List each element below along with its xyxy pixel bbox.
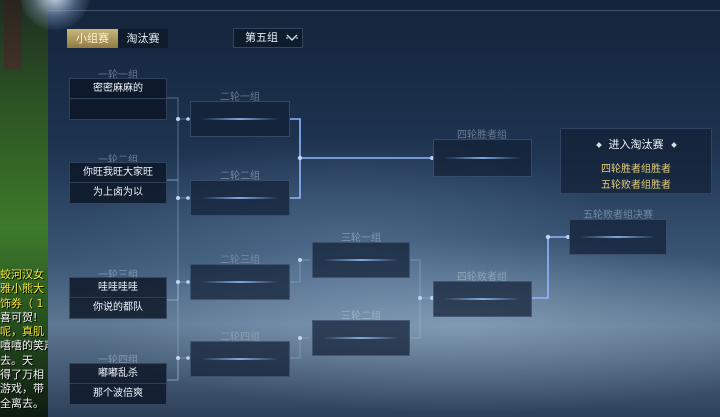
chat-line: 去。天	[0, 353, 33, 367]
round3-group1-slot[interactable]	[312, 242, 410, 278]
chat-line: 全离去。	[0, 396, 44, 410]
round5-losers-final-label: 五轮败者组决赛	[583, 210, 653, 221]
round3-group1-label: 三轮一组	[341, 233, 381, 244]
chat-line: 嘻嘻的笑声	[0, 339, 48, 353]
chat-overlay: 蛟河汉女 雅小熊大 饰券（ 1 喜可贺! 呢，真肌 嘻嘻的笑声 去。天 得了万相…	[0, 268, 48, 411]
chat-line: 雅小熊大	[0, 282, 44, 296]
round1-group1-player2[interactable]	[69, 98, 167, 120]
round1-group3-player1[interactable]: 哇哇哇哇	[69, 277, 167, 299]
round2-group1-label: 二轮一组	[220, 92, 260, 103]
round1-group2-label: 一轮二组	[98, 155, 138, 166]
chevron-down-icon	[286, 34, 298, 41]
tab-knockout[interactable]: 淘汰赛	[118, 29, 168, 48]
advance-to-knockout-panel: 进入淘汰赛 四轮胜者组胜者 五轮败者组胜者	[560, 128, 712, 194]
round4-losers-slot[interactable]	[433, 281, 532, 317]
group-select-dropdown[interactable]: 第五组	[233, 28, 303, 48]
tab-group-stage[interactable]: 小组赛	[67, 29, 118, 48]
round2-group2-label: 二轮二组	[220, 171, 260, 182]
advance-line-losers: 五轮败者组胜者	[601, 180, 671, 191]
panel-top-border	[48, 10, 720, 11]
round2-group3-label: 二轮三组	[220, 255, 260, 266]
advance-title: 进入淘汰赛	[561, 136, 711, 152]
chat-line: 喜可贺!	[0, 310, 38, 324]
round1-group1-player1[interactable]: 密密麻麻的	[69, 78, 167, 100]
chat-line: 呢，真肌	[0, 325, 44, 339]
round2-group4-slot[interactable]	[190, 341, 290, 377]
round1-group3-label: 一轮三组	[98, 270, 138, 281]
game-scene-background	[0, 0, 48, 417]
round4-losers-label: 四轮败者组	[457, 272, 507, 283]
round1-group3-player2[interactable]: 你说的都队	[69, 297, 167, 319]
chat-line: 游戏，带	[0, 382, 44, 396]
round2-group2-slot[interactable]	[190, 180, 290, 216]
round1-group4-label: 一轮四组	[98, 355, 138, 366]
round2-group3-slot[interactable]	[190, 264, 290, 300]
advance-line-winners: 四轮胜者组胜者	[601, 164, 671, 175]
round2-group4-label: 二轮四组	[220, 332, 260, 343]
round3-group2-slot[interactable]	[312, 320, 410, 356]
round5-losers-final-slot[interactable]	[569, 219, 667, 255]
round1-group2-player2[interactable]: 为上卤为以	[69, 182, 167, 204]
round1-group4-player1[interactable]: 嘟嘟乱杀	[69, 363, 167, 385]
round1-group2-player1[interactable]: 你旺我旺大家旺	[69, 162, 167, 184]
round4-winners-label: 四轮胜者组	[457, 130, 507, 141]
round4-winners-slot[interactable]	[433, 139, 532, 177]
chat-line: 蛟河汉女	[0, 268, 44, 281]
round2-group1-slot[interactable]	[190, 101, 290, 137]
group-select-value: 第五组	[245, 31, 278, 44]
round3-group2-label: 三轮二组	[341, 311, 381, 322]
round1-group4-player2[interactable]: 那个波倍爽	[69, 383, 167, 405]
chat-line: 饰券（ 1	[0, 296, 44, 310]
round1-group1-label: 一轮一组	[98, 70, 138, 81]
chat-line: 得了万相	[0, 368, 44, 382]
